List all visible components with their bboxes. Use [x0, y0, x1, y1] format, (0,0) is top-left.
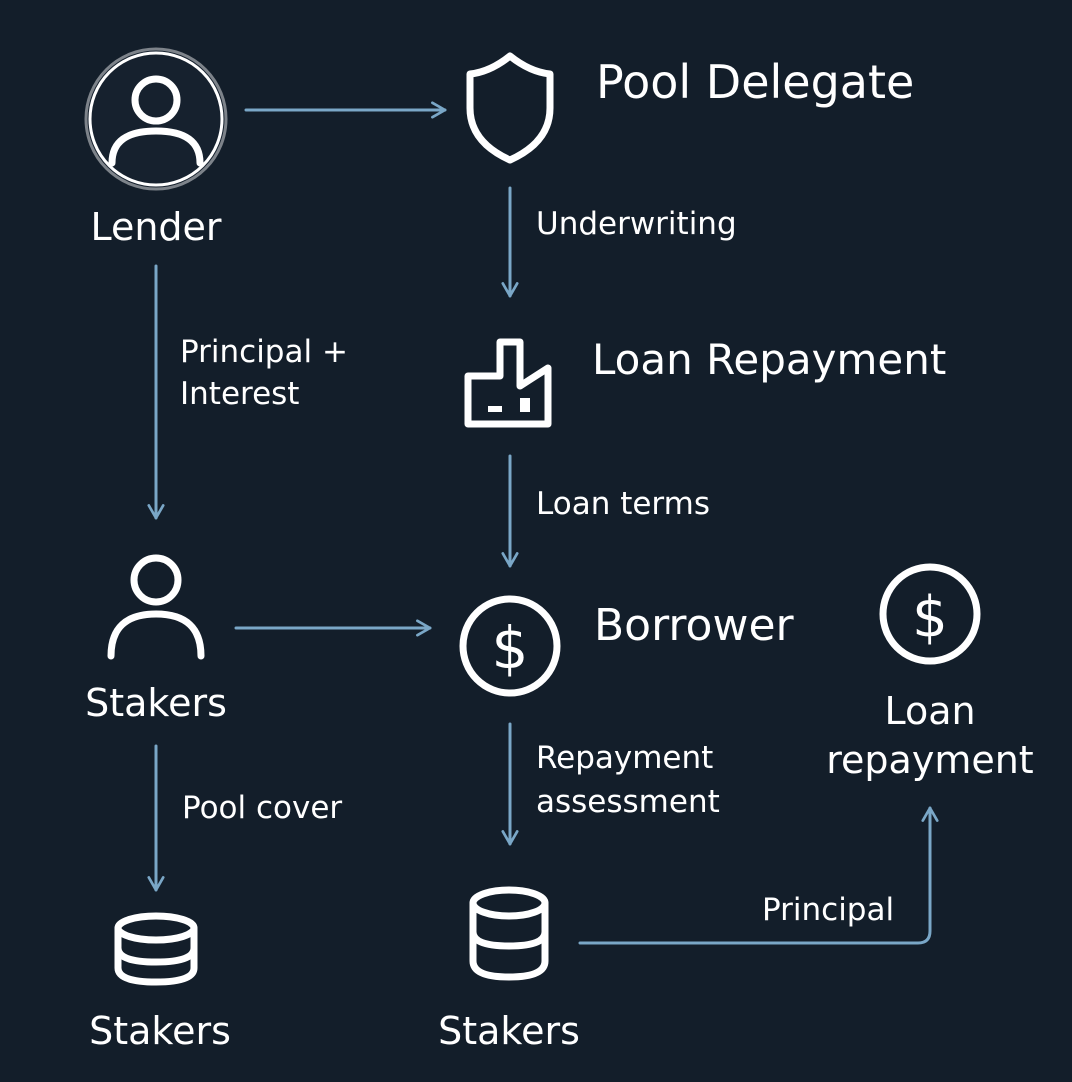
edge-label-principal-interest-line2: Interest	[180, 376, 299, 412]
edge-label-principal-interest-line1: Principal +	[180, 334, 348, 370]
node-lender: Lender	[84, 47, 228, 249]
edge-label-pool-cover: Pool cover	[182, 790, 342, 826]
node-label-lender: Lender	[90, 205, 221, 249]
shield-icon	[466, 52, 554, 164]
user-icon	[107, 554, 205, 660]
dollar-coin-icon: $	[879, 563, 981, 665]
node-pool-delegate: Pool Delegate	[466, 52, 914, 164]
node-label-loan-repayment-top: Loan Repayment	[592, 335, 946, 384]
edge-label-repayment-assessment-line1: Repayment	[536, 740, 713, 776]
edge-label-underwriting: Underwriting	[536, 206, 737, 242]
database-icon	[114, 912, 198, 986]
node-loan-repayment-right: $ Loan repayment	[826, 563, 1034, 782]
node-label-stakers-bottom-center: Stakers	[438, 1009, 580, 1053]
user-icon	[84, 47, 228, 191]
node-stakers-left: Stakers	[85, 554, 227, 725]
node-label-loan-repayment-right-line2: repayment	[826, 738, 1033, 782]
svg-text:$: $	[492, 614, 529, 682]
edge-label-repayment-assessment-line2: assessment	[536, 784, 720, 820]
edge-label-principal: Principal	[762, 892, 894, 928]
node-label-stakers-left: Stakers	[85, 681, 227, 725]
node-label-stakers-bottom-left: Stakers	[89, 1009, 231, 1053]
node-stakers-bottom-center: Stakers	[438, 886, 580, 1053]
database-icon	[469, 886, 549, 981]
edge-label-loan-terms: Loan terms	[536, 486, 710, 522]
node-label-borrower: Borrower	[594, 600, 795, 651]
edge-stakers-to-loan-repayment-principal	[578, 806, 939, 945]
factory-icon	[464, 338, 552, 428]
edges	[147, 101, 939, 945]
svg-text:$: $	[912, 585, 948, 650]
node-loan-repayment-top: Loan Repayment	[464, 335, 946, 428]
edge-labels: Underwriting Principal + Interest Loan t…	[180, 206, 894, 928]
node-borrower: $ Borrower	[459, 595, 795, 697]
node-stakers-bottom-left: Stakers	[89, 912, 231, 1053]
dollar-coin-icon: $	[459, 595, 561, 697]
node-label-pool-delegate: Pool Delegate	[596, 55, 914, 109]
node-label-loan-repayment-right-line1: Loan	[884, 689, 975, 733]
